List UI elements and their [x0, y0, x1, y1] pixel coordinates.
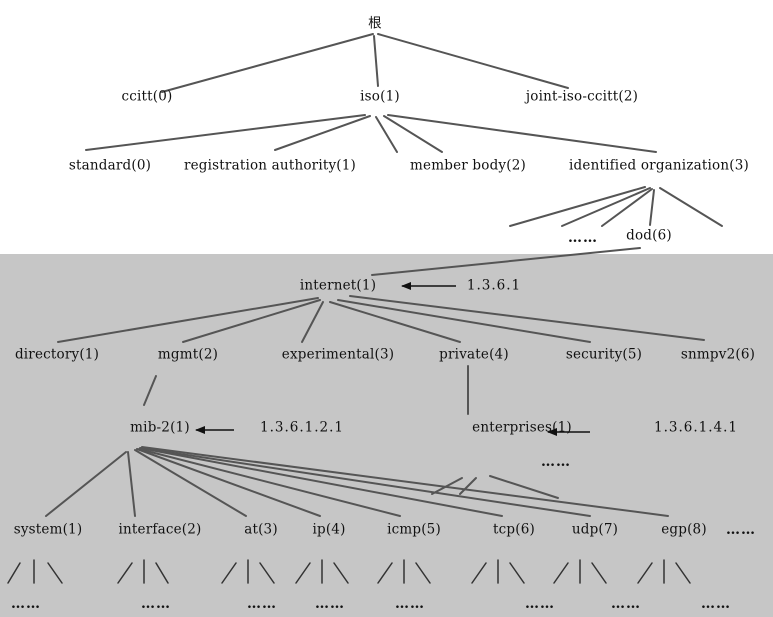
edge-identified-child-2	[561, 187, 651, 227]
oid-mib-2: 1.3.6.1.2.1	[260, 419, 344, 436]
ellipsis-interface-children: ……	[141, 596, 171, 612]
edge-mib2-ip	[136, 448, 321, 517]
node-root: 根	[368, 15, 382, 32]
edge-identified-child-5	[659, 187, 723, 227]
stubs-egp	[637, 559, 691, 584]
stubs-ip	[295, 559, 349, 584]
node-identified-organization: identified organization(3)	[569, 157, 749, 174]
node-icmp: icmp(5)	[387, 521, 441, 538]
node-snmpv2: snmpv2(6)	[680, 346, 756, 363]
ellipsis-tcp-children: ……	[525, 596, 555, 612]
edge-identified-child-3	[601, 188, 653, 227]
edge-identified-dod	[649, 189, 655, 226]
edge-enterprises-stub-3	[489, 475, 559, 499]
stubs-interface	[117, 559, 169, 584]
internet-subtree-band	[0, 254, 773, 617]
ellipsis-enterprises-children: ……	[541, 454, 571, 470]
node-internet: internet(1)	[299, 277, 377, 294]
stubs-tcp	[471, 559, 525, 584]
edge-internet-directory	[57, 297, 319, 343]
ellipsis-system-children: ……	[11, 596, 41, 612]
node-udp: udp(7)	[571, 521, 619, 538]
edge-internet-private	[329, 301, 461, 343]
node-iso: iso(1)	[360, 88, 400, 105]
node-tcp: tcp(6)	[493, 521, 535, 538]
ellipsis-at-children: ……	[247, 596, 277, 612]
edge-internet-mgmt	[182, 299, 321, 343]
node-security: security(5)	[565, 346, 643, 363]
ellipsis-mib2-more: ……	[726, 522, 756, 538]
edge-iso-registration	[274, 115, 371, 151]
edge-iso-member-2	[383, 115, 443, 153]
edge-enterprises-stub-1	[431, 477, 463, 495]
edge-dod-internet	[371, 247, 641, 276]
edge-root-joint	[377, 33, 569, 89]
edge-root-iso	[373, 35, 379, 87]
stubs-icmp	[377, 559, 431, 584]
edge-iso-identified	[387, 114, 657, 153]
node-ccitt: ccitt(0)	[121, 88, 173, 105]
node-at: at(3)	[244, 521, 278, 538]
node-ip: ip(4)	[312, 521, 346, 538]
ellipsis-udp-children: ……	[611, 596, 641, 612]
edge-iso-standard	[85, 114, 366, 151]
edge-mib2-egp	[141, 446, 669, 517]
node-enterprises: enterprises(1)	[472, 419, 572, 436]
stubs-udp	[553, 559, 607, 584]
node-registration-authority: registration authority(1)	[183, 157, 357, 174]
node-mgmt: mgmt(2)	[157, 346, 219, 363]
node-dod: dod(6)	[626, 227, 672, 244]
edge-mib2-udp	[140, 447, 591, 517]
stubs-system	[7, 559, 63, 584]
edge-mib2-tcp	[139, 447, 503, 517]
edge-mgmt-mib2	[143, 375, 157, 406]
edge-iso-member	[375, 116, 398, 153]
node-private: private(4)	[439, 346, 509, 363]
edge-internet-security	[337, 299, 591, 343]
edge-identified-child-1	[509, 186, 646, 227]
oid-enterprises: 1.3.6.1.4.1	[654, 419, 738, 436]
ellipsis-egp-children: ……	[701, 596, 731, 612]
ellipsis-identified-children: ……	[568, 230, 598, 246]
edge-mib2-icmp	[138, 448, 401, 517]
edge-mib2-interface	[127, 451, 136, 517]
edge-mib2-system	[45, 451, 127, 517]
node-member-body: member body(2)	[410, 157, 526, 174]
edge-mib2-at	[134, 449, 247, 517]
node-standard: standard(0)	[68, 157, 152, 174]
node-joint-iso-ccitt: joint-iso-ccitt(2)	[525, 88, 639, 105]
node-interface: interface(2)	[118, 521, 202, 538]
node-directory: directory(1)	[14, 346, 100, 363]
ellipsis-ip-children: ……	[315, 596, 345, 612]
edge-root-ccitt	[161, 33, 374, 93]
node-system: system(1)	[13, 521, 83, 538]
stubs-at	[221, 559, 275, 584]
ellipsis-icmp-children: ……	[395, 596, 425, 612]
oid-internet: 1.3.6.1	[466, 277, 522, 294]
node-egp: egp(8)	[661, 521, 707, 538]
edge-enterprises-stub-2	[459, 477, 477, 495]
node-mib-2: mib-2(1)	[130, 419, 190, 436]
node-experimental: experimental(3)	[281, 346, 395, 363]
edge-internet-experimental	[301, 301, 324, 343]
edge-internet-snmpv2	[349, 295, 705, 341]
